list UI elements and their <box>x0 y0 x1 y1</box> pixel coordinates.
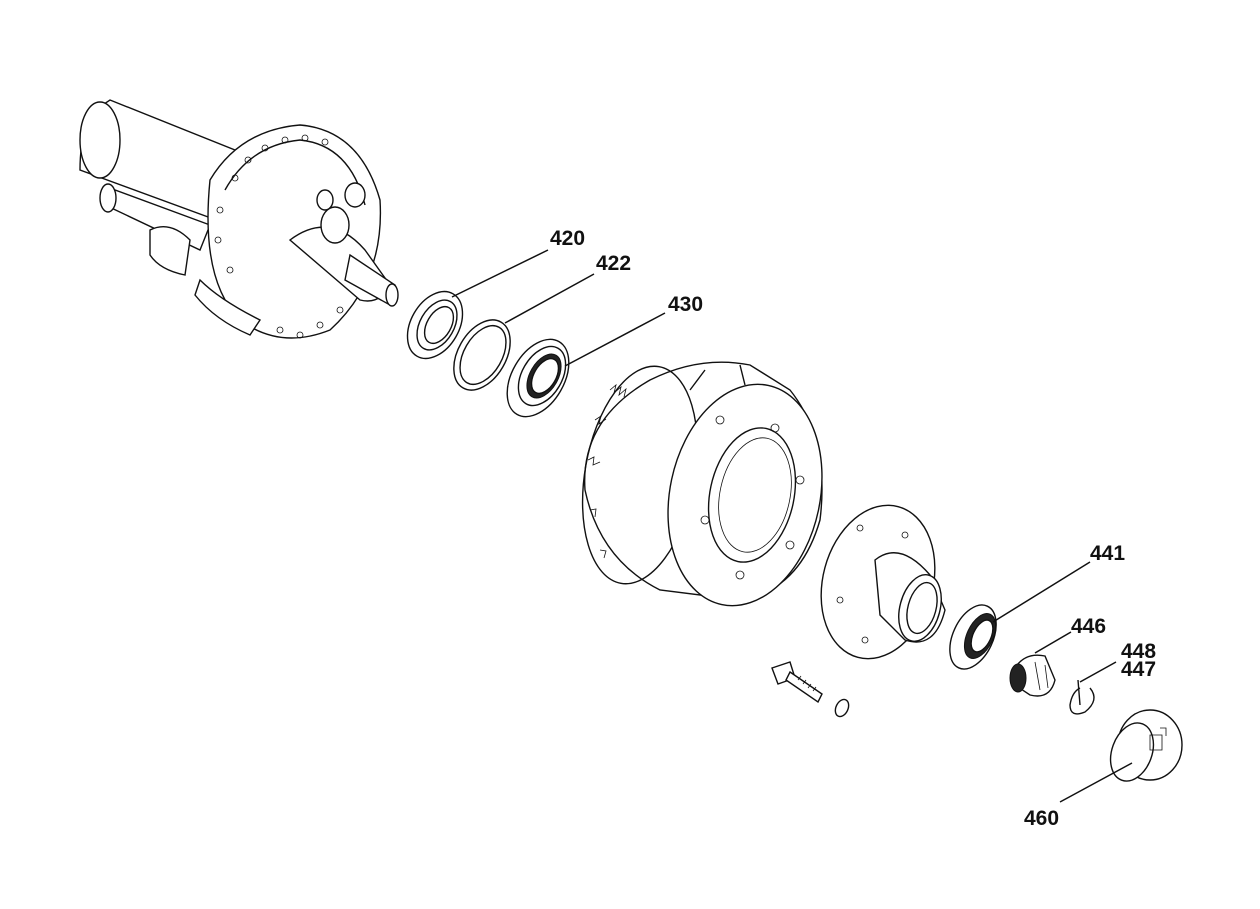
leader-446 <box>1034 631 1072 654</box>
wheel-hub <box>820 504 946 660</box>
leader-422 <box>504 273 595 324</box>
callout-446: 446 <box>1071 615 1106 638</box>
part-430-bearing <box>506 338 570 418</box>
part-447-448-ring-pin <box>1069 679 1095 715</box>
callout-460: 460 <box>1024 807 1059 830</box>
callout-448: 448 <box>1121 640 1156 663</box>
part-441-bearing <box>949 604 997 670</box>
part-460-hub-cap <box>1109 709 1183 782</box>
part-446-nut <box>1009 654 1056 697</box>
leader-430 <box>564 312 666 367</box>
wheel-bolt <box>771 661 823 704</box>
callout-441: 441 <box>1090 542 1125 565</box>
leader-441 <box>992 561 1091 623</box>
callout-430: 430 <box>668 293 703 316</box>
leader-460 <box>1059 762 1133 803</box>
axle-brake-assembly <box>79 99 399 339</box>
callout-422: 422 <box>596 252 631 275</box>
part-422-ring <box>453 319 511 391</box>
leader-420 <box>451 249 549 298</box>
brake-drum <box>581 361 823 607</box>
washer <box>834 698 850 718</box>
part-420-seal <box>406 290 464 360</box>
callout-447: 447 <box>1121 658 1156 681</box>
callout-420: 420 <box>550 227 585 250</box>
leader-447-448 <box>1079 661 1117 683</box>
